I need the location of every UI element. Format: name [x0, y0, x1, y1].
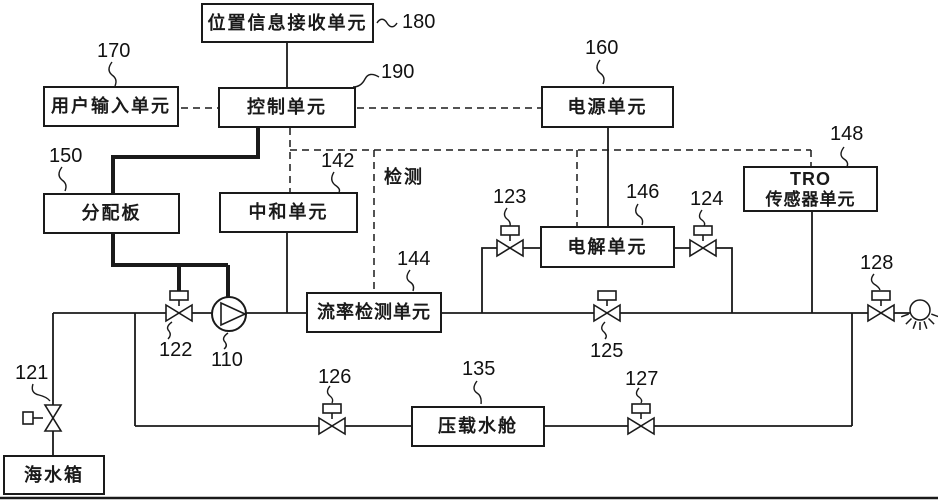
box-tro-sensor-unit: TRO 传感器单元: [743, 166, 878, 212]
leader-135: [473, 380, 482, 405]
valve-122-symbol: [165, 290, 193, 323]
leader-150: [58, 166, 67, 192]
ref-135: 135: [462, 358, 496, 380]
ref-123: 123: [493, 186, 527, 208]
valve-127-symbol: [627, 403, 655, 436]
valve-121-symbol: [22, 404, 63, 432]
leader-124: [698, 209, 706, 227]
detect-annotation: 检测: [384, 167, 424, 187]
ref-190: 190: [381, 61, 415, 83]
box-ballast-tank: 压载水舱: [411, 406, 545, 447]
box-user-input-label: 用户输入单元: [51, 96, 171, 117]
leader-122: [166, 321, 173, 340]
ref-142: 142: [321, 150, 355, 172]
box-neutralization-unit-label: 中和单元: [248, 202, 329, 223]
box-tro-sensor-line1: TRO: [790, 168, 831, 189]
leader-110: [222, 332, 229, 350]
box-distribution-board-label: 分配板: [81, 203, 142, 224]
ref-121: 121: [15, 362, 49, 384]
ref-122: 122: [159, 339, 193, 361]
ref-110: 110: [211, 349, 243, 371]
leader-123: [503, 207, 511, 227]
box-ballast-tank-label: 压载水舱: [438, 416, 518, 437]
box-control-unit-label: 控制单元: [247, 97, 327, 118]
leader-170: [108, 61, 117, 87]
box-distribution-board: 分配板: [43, 193, 180, 234]
leader-160: [596, 59, 605, 85]
ref-127: 127: [625, 368, 659, 390]
reference-leaders: [31, 18, 881, 405]
box-electrolysis-unit: 电解单元: [540, 226, 675, 268]
box-position-receiver: 位置信息接收单元: [201, 3, 374, 43]
valve-123-symbol: [496, 225, 524, 258]
discharge-symbol: [900, 299, 938, 330]
box-flow-rate-detection-unit: 流率检测单元: [306, 292, 442, 333]
valves: [22, 225, 895, 436]
box-electrolysis-unit-label: 电解单元: [567, 236, 648, 257]
leader-146: [635, 203, 644, 226]
pump-symbol: [211, 296, 247, 332]
ref-148: 148: [830, 123, 864, 145]
leader-121: [31, 383, 51, 402]
box-power-unit-label: 电源单元: [567, 96, 648, 117]
leader-142: [331, 171, 341, 193]
ref-125: 125: [590, 340, 624, 362]
leader-127: [635, 387, 643, 404]
box-neutralization-unit: 中和单元: [219, 192, 358, 233]
valve-124-symbol: [689, 225, 717, 258]
ref-128: 128: [860, 252, 894, 274]
box-tro-sensor-line2: 传感器单元: [765, 189, 856, 209]
valve-128-symbol: [867, 290, 895, 323]
ref-170: 170: [97, 40, 131, 62]
box-power-unit: 电源单元: [541, 86, 674, 128]
pipe-loop-123: [481, 247, 540, 313]
box-seawater-tank: 海水箱: [3, 455, 105, 495]
box-flow-rate-detection-label: 流率检测单元: [317, 302, 431, 323]
leader-148: [840, 146, 849, 168]
leader-190: [352, 73, 380, 88]
pipe-lines: [52, 43, 910, 455]
ref-180: 180: [402, 11, 436, 33]
leader-180: [376, 18, 398, 28]
leader-128: [870, 273, 881, 291]
leader-125: [601, 321, 607, 340]
valve-125-symbol: [593, 290, 621, 323]
box-seawater-tank-label: 海水箱: [24, 464, 84, 485]
box-user-input: 用户输入单元: [43, 86, 179, 127]
box-position-receiver-label: 位置信息接收单元: [207, 12, 368, 33]
ref-160: 160: [585, 37, 619, 59]
ref-126: 126: [318, 366, 352, 388]
ref-150: 150: [49, 145, 83, 167]
ref-124: 124: [690, 188, 724, 210]
control-dashed-lines: [181, 107, 812, 292]
ref-144: 144: [397, 248, 431, 270]
pipe-loop-124: [675, 247, 733, 313]
valve-126-symbol: [318, 403, 346, 436]
power-lines: [111, 128, 260, 298]
box-control-unit: 控制单元: [218, 87, 356, 128]
leader-144: [406, 269, 415, 292]
leader-126: [326, 385, 334, 404]
ref-146: 146: [626, 181, 660, 203]
